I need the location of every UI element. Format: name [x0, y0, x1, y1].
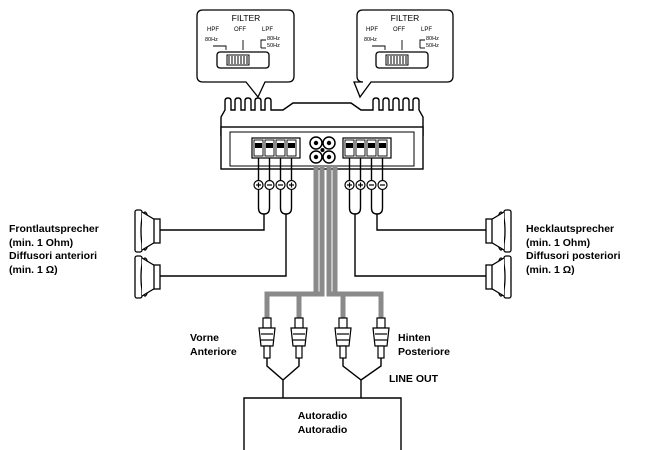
rear-rca-line2: Posteriore: [398, 345, 450, 358]
line-out-label: LINE OUT: [389, 373, 438, 385]
filter-lpf-freq1-left: 80Hz: [267, 36, 280, 42]
filter-lpf-freq2-left: 50Hz: [267, 43, 280, 49]
filter-callout-left: [196, 9, 295, 99]
filter-lpf-left: LPF: [262, 27, 274, 33]
filter-off-right: OFF: [393, 27, 405, 33]
front-speakers-label: Frontlautsprecher (min. 1 Ohm) Diffusori…: [9, 223, 99, 277]
filter-ticks-right: [372, 39, 425, 50]
speaker-front-upper: [134, 209, 161, 253]
speaker-cables: [158, 190, 488, 277]
head-unit-label: Autoradio Autoradio: [244, 410, 401, 437]
filter-hpf-left: HPF: [207, 27, 219, 33]
front-speakers-line4: (min. 1 Ω): [9, 263, 58, 276]
head-unit-line1: Autoradio: [297, 410, 348, 422]
front-rca-label: Vorne Anteriore: [190, 332, 237, 359]
filter-lpf-freq1-right: 80Hz: [426, 36, 439, 42]
rca-plug-front-right: [290, 317, 308, 359]
speaker-wires-terminal-drop: [257, 158, 384, 180]
filter-hpf-right: HPF: [366, 27, 378, 33]
amplifier: [220, 97, 424, 170]
head-unit-line2: Autoradio: [297, 423, 348, 436]
rear-speakers-line4: (min. 1 Ω): [526, 263, 575, 276]
speaker-rear-lower: [485, 255, 512, 299]
filter-switch-left[interactable]: [216, 51, 270, 69]
filter-callout-right: [353, 9, 454, 99]
front-speakers-line2: (min. 1 Ohm): [9, 236, 74, 249]
speaker-rear-upper: [485, 209, 512, 253]
rear-speakers-line3: Diffusori posteriori: [526, 250, 621, 262]
rca-cables: [264, 165, 384, 318]
rca-plug-rear-left: [334, 317, 352, 359]
filter-title-left: FILTER: [231, 13, 261, 23]
speaker-terminal-block-front: [251, 137, 301, 159]
y-cables: [266, 358, 382, 398]
rca-plug-rear-right: [372, 317, 390, 359]
rear-speakers-line2: (min. 1 Ohm): [526, 236, 591, 249]
polarity-symbols: [253, 179, 388, 191]
filter-hpf-freq-left: 80Hz: [205, 37, 218, 43]
rca-plug-front-left: [258, 317, 276, 359]
speaker-front-lower: [134, 255, 161, 299]
filter-ticks-left: [213, 39, 266, 50]
front-speakers-line1: Frontlautsprecher: [9, 223, 99, 235]
rear-rca-line1: Hinten: [398, 332, 431, 344]
rca-input-jacks: [309, 136, 336, 164]
filter-title-right: FILTER: [390, 13, 420, 23]
front-rca-line1: Vorne: [190, 332, 219, 344]
front-rca-line2: Anteriore: [190, 345, 237, 358]
head-unit-box: [243, 397, 402, 450]
filter-switch-right[interactable]: [375, 51, 429, 69]
rear-speakers-label: Hecklautsprecher (min. 1 Ohm) Diffusori …: [526, 223, 621, 277]
filter-lpf-freq2-right: 50Hz: [426, 43, 439, 49]
speaker-terminal-block-rear: [342, 137, 392, 159]
rear-speakers-line1: Hecklautsprecher: [526, 223, 615, 235]
front-speakers-line3: Diffusori anteriori: [9, 250, 98, 262]
filter-hpf-freq-right: 80Hz: [364, 37, 377, 43]
filter-off-left: OFF: [234, 27, 246, 33]
rear-rca-label: Hinten Posteriore: [398, 332, 450, 359]
filter-lpf-right: LPF: [421, 27, 433, 33]
